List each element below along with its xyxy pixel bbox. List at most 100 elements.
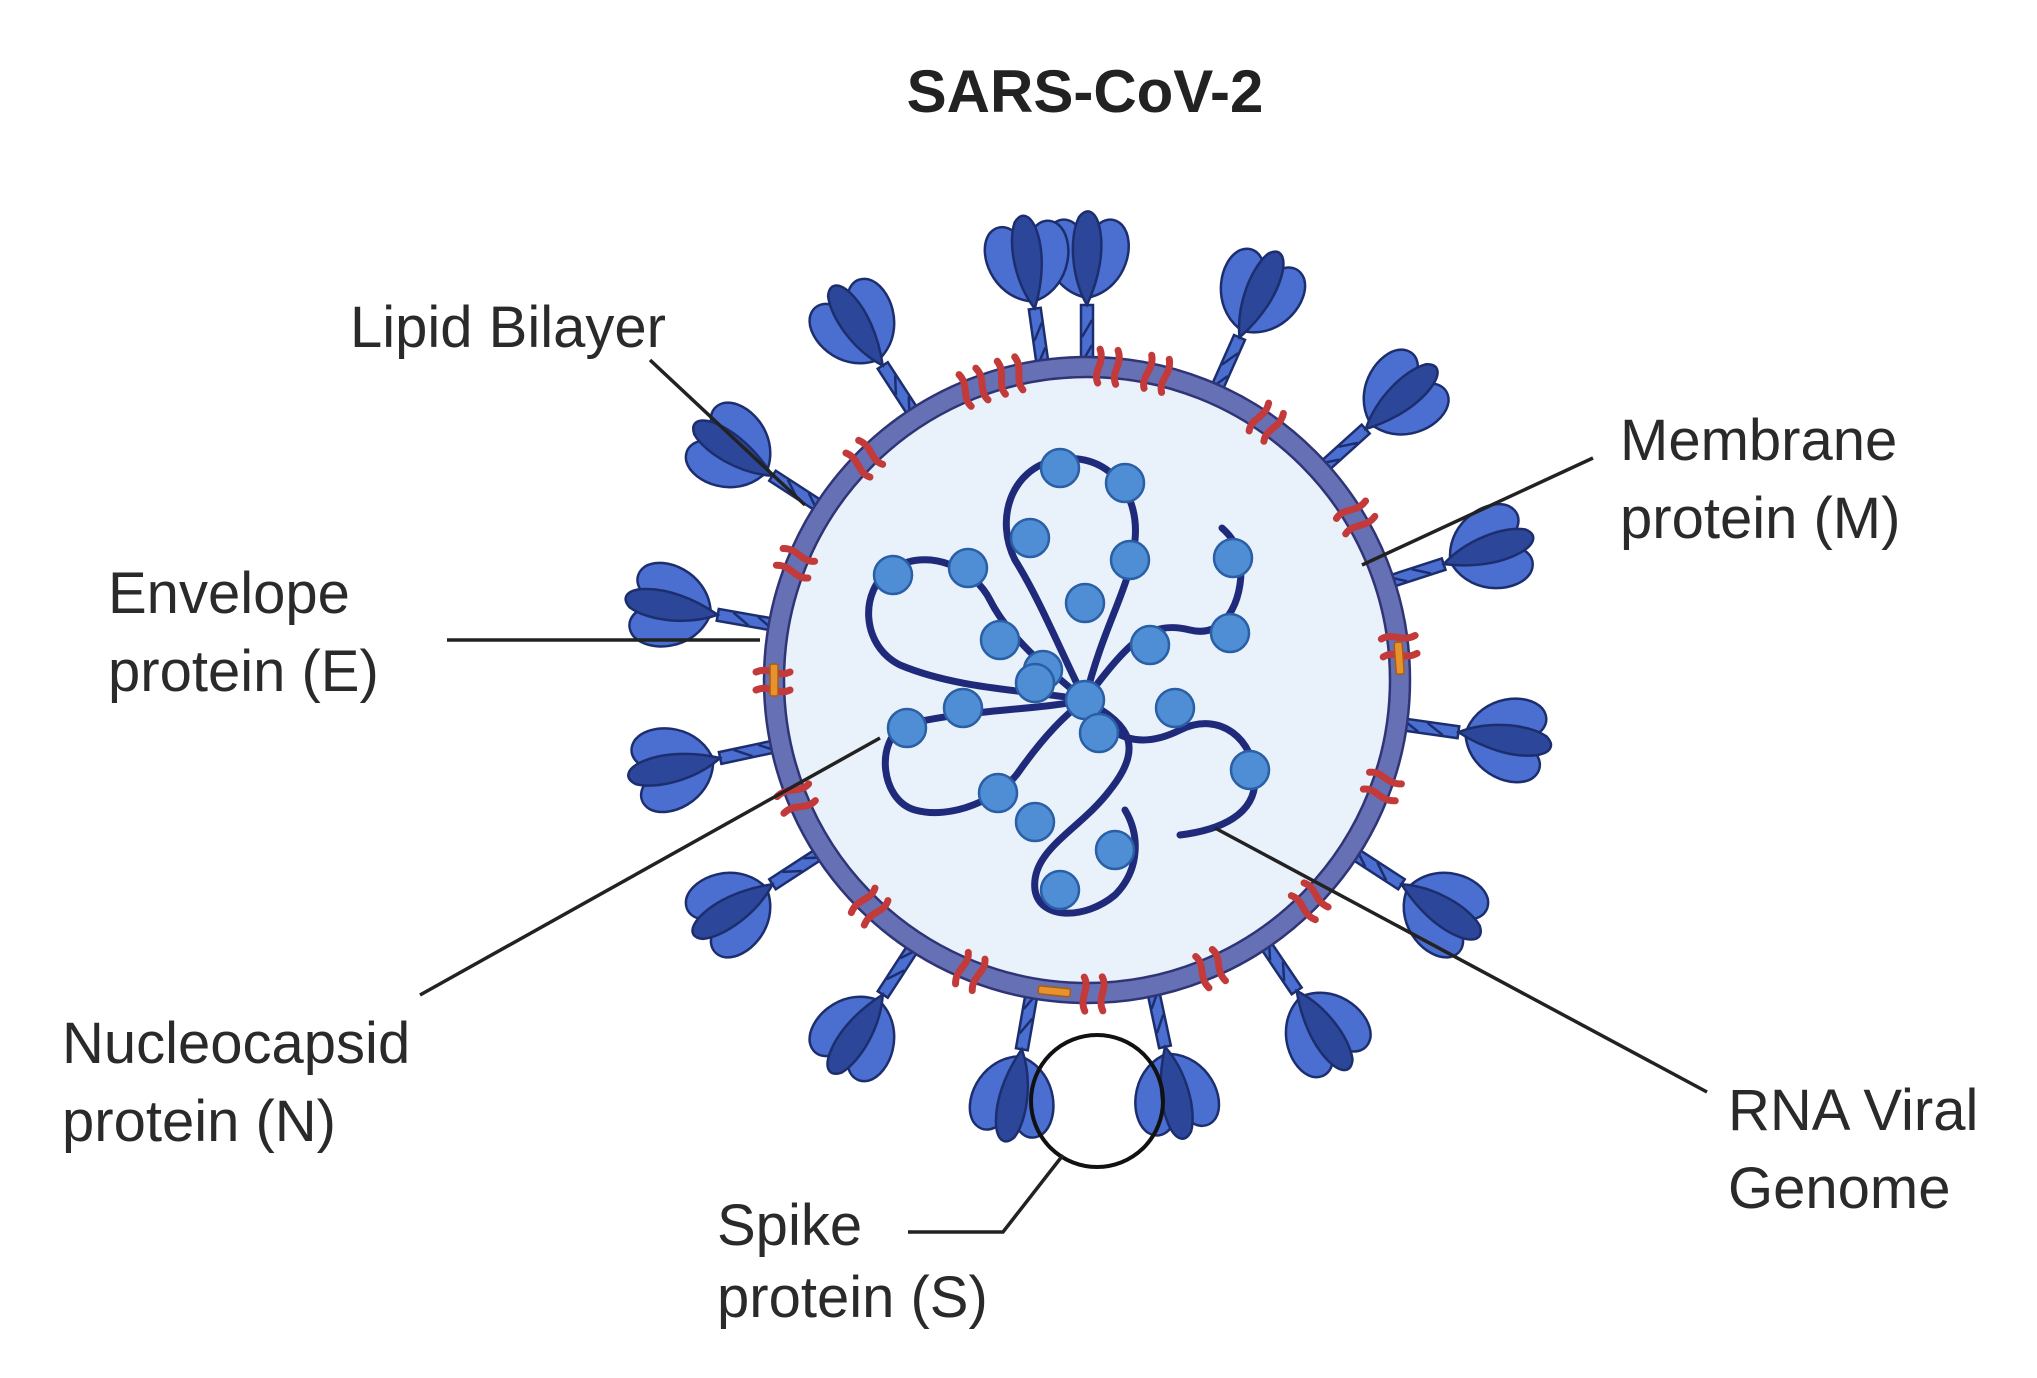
spike-proteins	[624, 210, 1553, 1143]
rna-strand	[1031, 696, 1139, 917]
m-protein-strand	[1079, 973, 1090, 1015]
leader-membrane-protein	[1361, 456, 1594, 567]
m-protein-strand	[955, 371, 975, 410]
m-protein-strand	[1359, 785, 1399, 805]
rna-strand	[1081, 696, 1259, 839]
spike-protein	[684, 401, 845, 527]
membrane-protein-m	[1140, 351, 1174, 396]
spike-head-center	[1441, 527, 1535, 567]
label-rna-line2: Genome	[1728, 1156, 1950, 1221]
m-protein-strand	[1287, 892, 1319, 924]
nucleocapsid-protein-n	[942, 687, 984, 729]
m-protein-strand	[1342, 512, 1379, 538]
spike-head-center	[1363, 363, 1439, 432]
nucleocapsid-protein-n	[886, 707, 928, 749]
label-lipid-bilayer-line1: Lipid Bilayer	[350, 295, 666, 360]
m-protein-strand	[952, 948, 972, 988]
membrane-proteins	[752, 345, 1421, 1015]
spike-protein	[968, 967, 1055, 1143]
m-protein-strand	[1300, 879, 1332, 911]
lipid-bilayer-outer-edge	[762, 355, 1412, 1005]
nucleocapsid-protein-n	[1009, 517, 1051, 559]
m-protein-strand	[1208, 945, 1230, 985]
m-protein-strand	[1245, 399, 1273, 435]
nucleocapsid-protein-n	[979, 619, 1021, 661]
spike-protein	[808, 277, 934, 438]
spike-head-center	[1237, 250, 1285, 341]
label-spike-line1: Spike	[717, 1193, 862, 1258]
membrane-protein-m	[1093, 345, 1123, 388]
leader-lipid-bilayer	[648, 358, 807, 507]
membrane-protein-m	[1359, 768, 1405, 805]
spike-head-center	[627, 752, 723, 787]
membrane-protein-m	[1245, 399, 1287, 445]
envelope-protein-e	[1393, 641, 1405, 676]
spike-head-center	[1295, 988, 1354, 1072]
membrane-protein-m	[993, 353, 1027, 398]
leader-rna-genome	[1214, 826, 1708, 1094]
nucleocapsid-protein-n	[1039, 447, 1081, 489]
m-protein-strand	[1097, 973, 1108, 1015]
m-protein-strand	[972, 364, 992, 404]
m-protein-strand	[1140, 351, 1156, 392]
envelope-proteins	[769, 641, 1405, 998]
spike-head-center	[1455, 723, 1553, 757]
m-protein-strand	[842, 449, 874, 481]
membrane-protein-m	[847, 884, 892, 929]
spike-protein	[1245, 919, 1372, 1079]
spike-head-center	[1399, 882, 1482, 941]
membrane-protein-m	[842, 436, 887, 481]
spike-head-center	[826, 992, 885, 1075]
m-protein-strand	[1365, 768, 1405, 788]
m-protein-strand	[779, 545, 819, 565]
spike-protein	[808, 922, 934, 1083]
nucleocapsid-protein-n	[1212, 537, 1254, 579]
diagram-title: SARS-CoV-2	[907, 58, 1264, 125]
nucleocapsid-protein-n	[1129, 624, 1171, 666]
m-protein-strand	[1260, 409, 1287, 445]
nucleocapsid-protein-n	[977, 772, 1019, 814]
label-nucleocapsid-line1: Nucleocapsid	[62, 1011, 410, 1076]
m-protein-strand	[1377, 631, 1419, 643]
nucleocapsid-protein-n	[1014, 662, 1056, 704]
label-envelope-line2: protein (E)	[108, 639, 379, 704]
nucleocapsid-protein-n	[947, 547, 989, 589]
nucleocapsid-protein-n	[1064, 582, 1106, 624]
spike-head-center	[691, 882, 775, 941]
m-protein-strand	[968, 955, 989, 995]
membrane-protein-m	[1192, 945, 1230, 992]
m-protein-strand	[855, 436, 887, 468]
m-protein-strand	[847, 884, 879, 917]
label-rna-line1: RNA Viral	[1728, 1078, 1978, 1143]
leader-nucleocapsid-protein	[419, 736, 881, 997]
m-protein-strand	[1332, 497, 1370, 522]
virion	[624, 210, 1553, 1143]
spike-protein	[1364, 503, 1535, 597]
nucleocapsid-protein-n	[1078, 712, 1120, 754]
membrane-protein-m	[1287, 879, 1332, 924]
m-protein-strand	[1011, 353, 1027, 394]
nucleocapsid-protein-n	[1039, 869, 1081, 911]
label-rna-genome: RNA Viral Genome	[1728, 1078, 1994, 1221]
spike-head-center	[624, 587, 721, 623]
label-membrane-line1: Membrane	[1620, 408, 1897, 473]
label-nucleocapsid-line2: protein (N)	[62, 1089, 336, 1154]
label-envelope-line1: Envelope	[108, 561, 350, 626]
leader-spike-protein	[908, 1153, 1065, 1234]
label-spike-line2: protein (S)	[717, 1265, 988, 1330]
label-spike-protein: Spike protein (S)	[717, 1193, 988, 1330]
m-protein-strand	[1157, 355, 1174, 396]
label-membrane-protein: Membrane protein (M)	[1620, 408, 1913, 551]
membrane-protein-m	[772, 545, 819, 582]
label-lipid-bilayer: Lipid Bilayer	[350, 295, 666, 360]
membrane-protein-m	[1079, 973, 1108, 1015]
envelope-protein-e	[1037, 985, 1072, 998]
label-nucleocapsid-protein: Nucleocapsid protein (N)	[62, 1011, 426, 1154]
m-protein-strand	[780, 797, 819, 817]
nucleocapsid-protein-n	[1209, 612, 1251, 654]
membrane-protein-m	[1332, 497, 1379, 538]
m-protein-strand	[993, 357, 1009, 398]
membrane-protein-m	[952, 948, 989, 995]
label-membrane-line2: protein (M)	[1620, 486, 1900, 551]
